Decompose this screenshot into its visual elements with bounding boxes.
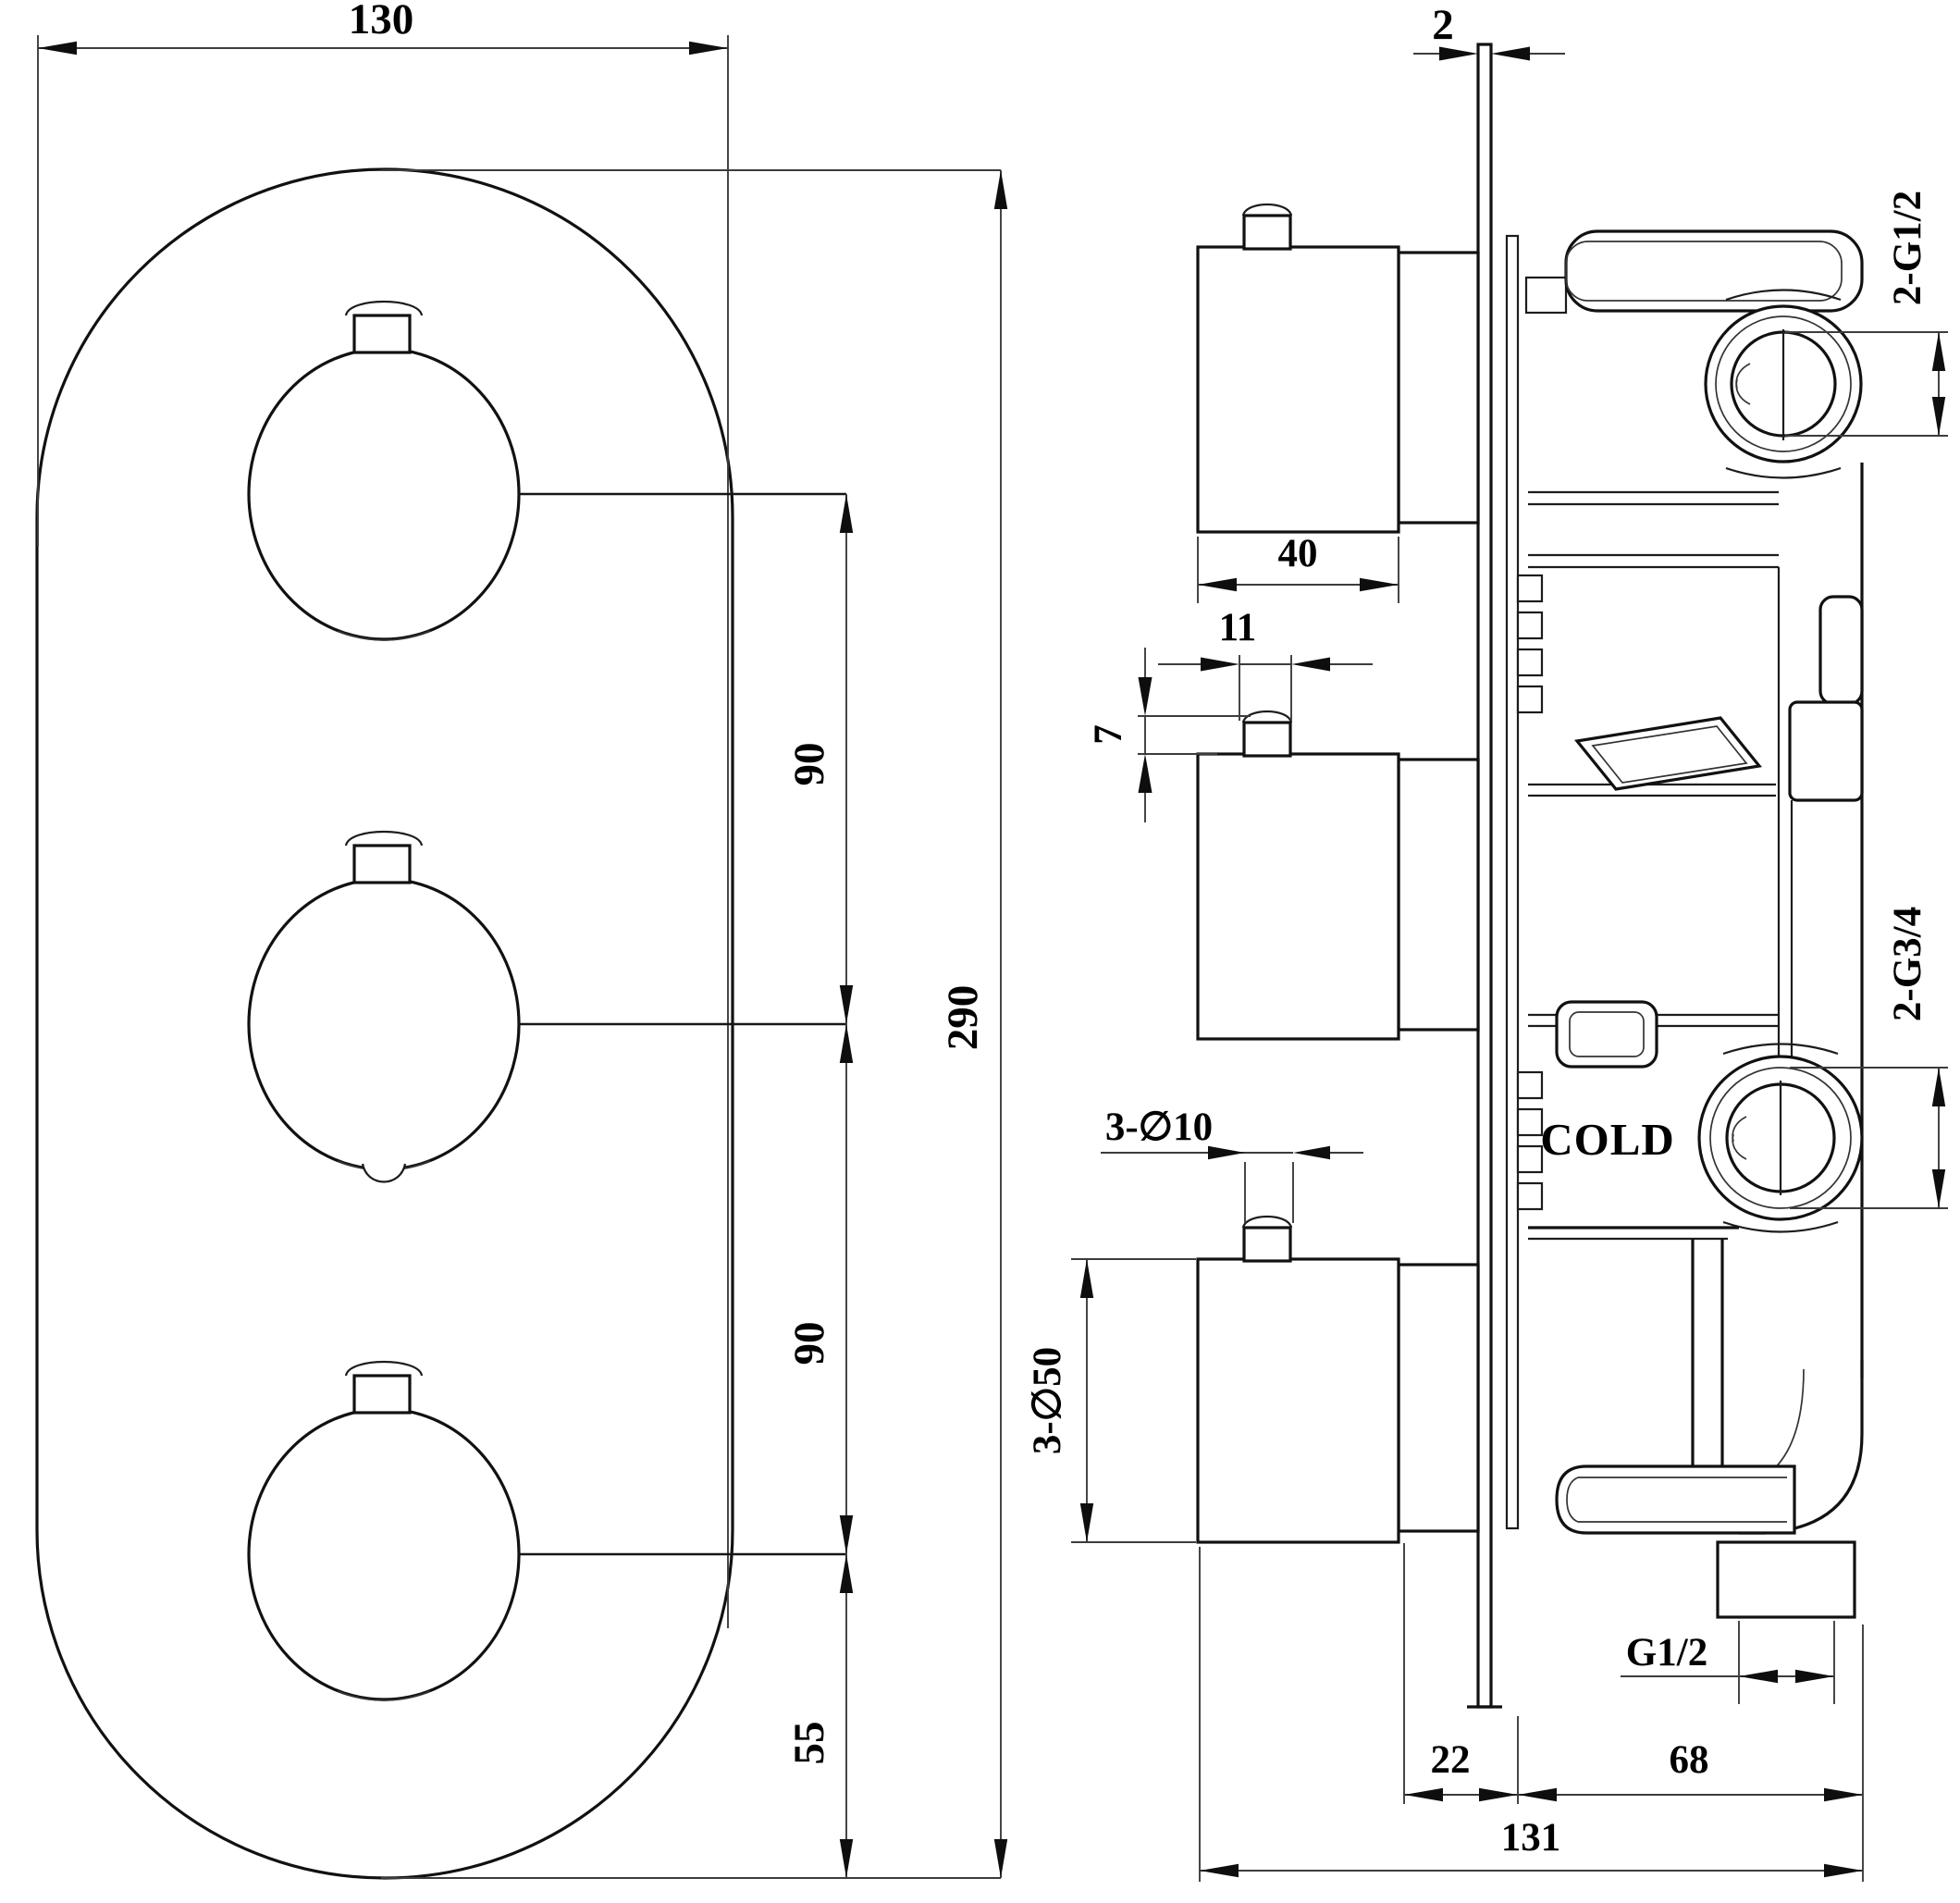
dim-stem-height: 7: [1087, 648, 1251, 822]
plate-thickness-label: 2: [1432, 1, 1454, 49]
body-front-face: [1505, 234, 1520, 1530]
knob-body: [1196, 752, 1400, 1041]
knob-stem: [352, 844, 412, 884]
knob-stem: [1242, 214, 1292, 251]
side-boss-upper: [1818, 595, 1864, 706]
knob-stem-dome: [344, 301, 424, 316]
side-port-label: 2-G3/4: [1886, 907, 1929, 1021]
body-pipes: [1528, 463, 1864, 1471]
outlet-label: G1/2: [1626, 1631, 1707, 1674]
knob-bottom-tab: [361, 1163, 407, 1183]
side-view: COLD: [1026, 1, 1948, 1882]
dim-side-port: 2-G3/4: [1790, 907, 1948, 1209]
dim-spacing-90-top: 90: [785, 494, 854, 1024]
bottom-outlet: [1555, 1360, 1864, 1619]
dim-top-port: 2-G1/2: [1785, 191, 1948, 437]
knob-flange: [1397, 758, 1480, 1032]
side-knob-bottom: [1196, 1216, 1480, 1544]
dim-outlet: G1/2: [1621, 1621, 1835, 1704]
thread-teeth-lower: [1516, 1070, 1544, 1211]
dim-knob-depth: 40: [1197, 532, 1399, 603]
holes-label: 3-∅10: [1105, 1106, 1213, 1149]
cold-label: COLD: [1540, 1114, 1675, 1165]
knob-stem: [352, 314, 412, 354]
knob-body: [1196, 245, 1400, 534]
knob-stem-dome: [344, 1361, 424, 1377]
front-view: 130 90 90 55 290: [35, 0, 1008, 1880]
middle-coupling: [1528, 1000, 1779, 1069]
gap-bottom-label: 55: [785, 1722, 833, 1765]
dim-width-130: 130: [37, 0, 729, 1628]
side-boss-lower: [1788, 700, 1864, 802]
dim-131-label: 131: [1501, 1816, 1561, 1860]
stem-width-label: 11: [1219, 606, 1257, 649]
dim-plate-thickness: 2: [1413, 1, 1565, 61]
knob-body: [1196, 1257, 1400, 1544]
outlet-block: [1716, 1540, 1856, 1619]
knob-flange: [1397, 251, 1480, 525]
front-knob-bottom: [247, 1361, 521, 1701]
knob-depth-label: 40: [1278, 532, 1318, 575]
top-port-circle: [1704, 289, 1863, 479]
dim-stem-holes: 3-∅10: [1101, 1106, 1363, 1223]
knob-diameter-label: 3-∅50: [1026, 1347, 1069, 1454]
dim-knob-diameter: 3-∅50: [1026, 1258, 1196, 1543]
gap-top-label: 90: [785, 743, 833, 786]
width-label: 130: [349, 0, 414, 43]
knob-stem-dome: [344, 831, 424, 846]
top-port-arm: [1524, 229, 1864, 315]
front-knob-middle: [247, 831, 521, 1183]
dim-spacing-90-bottom: 90: [785, 1024, 854, 1554]
dim-stem-width: 11: [1158, 606, 1373, 721]
stem-height-label: 7: [1087, 724, 1130, 745]
dim-offset-22: 22: [1403, 1543, 1519, 1804]
dim-offset-68: 68: [1518, 1625, 1864, 1882]
thread-teeth-upper: [1516, 574, 1544, 714]
side-knob-middle: [1196, 711, 1480, 1041]
dim-22-label: 22: [1431, 1738, 1471, 1782]
knob-stem: [352, 1374, 412, 1415]
knob-flange: [1397, 1263, 1480, 1533]
dim-height-290: 290: [939, 170, 1008, 1878]
dim-depth-131: 131: [1199, 1547, 1863, 1882]
dim-spacing-55: 55: [785, 1554, 854, 1878]
knob-stem: [1242, 721, 1292, 758]
height-label: 290: [939, 985, 987, 1051]
mounting-bracket: [1574, 716, 1762, 791]
knob-stem: [1242, 1226, 1292, 1263]
cold-port-circle: [1697, 1043, 1864, 1233]
side-knob-top: [1196, 204, 1480, 534]
top-port-label: 2-G1/2: [1886, 191, 1929, 305]
gap-mid-label: 90: [785, 1322, 833, 1365]
dim-68-label: 68: [1670, 1738, 1709, 1782]
